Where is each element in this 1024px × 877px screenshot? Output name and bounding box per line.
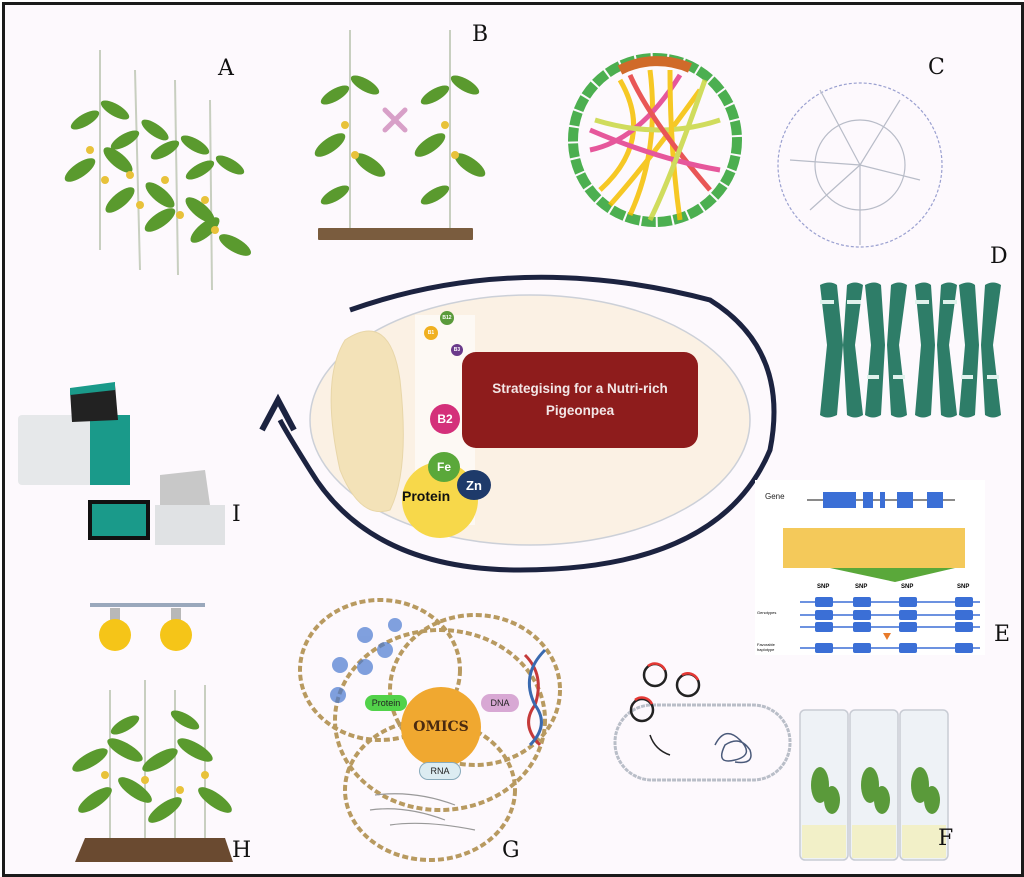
- panel-label-i: I: [232, 502, 241, 527]
- soil-bed: [75, 838, 233, 862]
- snp-label: SNP: [817, 584, 830, 590]
- protein-pill: Protein: [365, 695, 407, 711]
- soil-bar: [318, 228, 473, 240]
- rna-pill-label: RNA: [430, 766, 450, 776]
- lab-instruments-illustration: [18, 382, 225, 545]
- panel-a-plants: [60, 30, 260, 310]
- iron-bubble: Fe: [428, 452, 460, 482]
- panel-label-c: C: [928, 55, 945, 80]
- chromosome-illustration: [820, 282, 1001, 418]
- plants-illustration: [64, 50, 251, 291]
- panel-h-speed-breeding: [65, 600, 245, 865]
- dna-pill-label: DNA: [490, 698, 510, 708]
- vitamin-b2-label: B2: [437, 412, 453, 426]
- cycle-arrowhead-icon: [259, 393, 297, 432]
- vitamin-b2-bubble: B2: [430, 404, 460, 434]
- transformation-illustration: [613, 662, 949, 861]
- vitamin-b12-label: B12: [442, 315, 452, 321]
- vitamin-b12-bubble: B12: [440, 311, 454, 325]
- zinc-bubble: Zn: [457, 470, 491, 500]
- panel-d-chromosomes: [815, 280, 1005, 420]
- iron-label: Fe: [436, 460, 451, 474]
- panel-c-genomics: [560, 30, 980, 260]
- rna-pill: RNA: [419, 762, 461, 780]
- vitamin-b3-label: B3: [453, 347, 461, 353]
- title-line-2: Pigeonpea: [545, 403, 615, 418]
- snp-label: SNP: [957, 584, 970, 590]
- protein-label: Protein: [402, 488, 451, 504]
- panel-label-h: H: [232, 838, 252, 863]
- crossing-illustration: [314, 30, 486, 240]
- vitamin-b3-bubble: B3: [451, 344, 463, 356]
- cross-symbol-icon: [382, 107, 408, 133]
- dna-pill: DNA: [481, 694, 519, 712]
- panel-i-instruments: [10, 370, 240, 550]
- panel-label-a: A: [218, 56, 234, 81]
- down-arrow-icon: [883, 633, 891, 640]
- panel-label-b: B: [472, 22, 489, 47]
- snp-label: SNP: [901, 584, 914, 590]
- panel-label-f: F: [938, 826, 954, 851]
- gene-structure: [783, 492, 980, 653]
- central-title-box: Strategising for a Nutri-rich Pigeonpea: [462, 352, 698, 448]
- panel-g-omics: OMICS Protein DNA RNA: [295, 595, 565, 865]
- snp-label: SNP: [855, 584, 868, 590]
- vitamin-b1-label: B1: [427, 330, 435, 336]
- panel-e-snp-diagram: Gene SNP SNP SNP SNP Genotypes Favorable…: [755, 480, 985, 655]
- circos-plot: [568, 53, 943, 248]
- panel-label-d: D: [990, 244, 1008, 269]
- panel-label-e: E: [994, 622, 1011, 647]
- omics-center-label: OMICS: [413, 719, 469, 735]
- speed-breeding-illustration: [72, 603, 233, 862]
- vitamin-b1-bubble: B1: [424, 326, 438, 340]
- gene-label: Gene: [765, 492, 785, 501]
- panel-label-g: G: [502, 838, 520, 863]
- omics-illustration: [298, 598, 562, 862]
- phylogenetic-tree: [777, 82, 943, 248]
- title-line-1: Strategising for a Nutri-rich: [492, 381, 668, 396]
- zinc-label: Zn: [466, 477, 482, 493]
- panel-b-crossing: [314, 25, 486, 245]
- protein-pill-label: Protein: [371, 698, 401, 708]
- genotypes-label: Genotypes: [757, 610, 777, 615]
- light-bulb-icon: [99, 619, 192, 651]
- haplotype-label: Favorable haplotype: [757, 642, 775, 652]
- panel-f-transformation: [610, 660, 990, 865]
